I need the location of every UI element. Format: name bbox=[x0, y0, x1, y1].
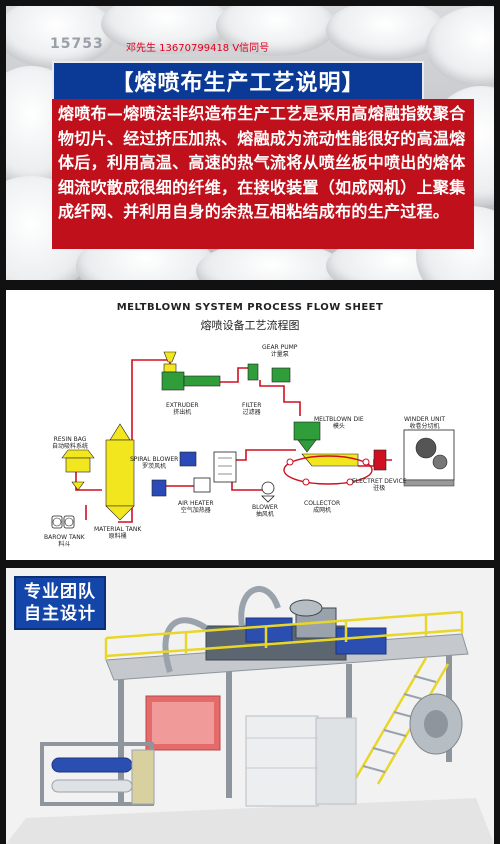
meltblown-machine-illustration bbox=[6, 586, 494, 844]
extruder bbox=[161, 351, 221, 391]
flow-sheet-title-en: MELTBLOWN SYSTEM PROCESS FLOW SHEET bbox=[116, 302, 384, 313]
material-tank bbox=[105, 423, 135, 521]
machine-render-panel: 专业团队 自主设计 bbox=[6, 568, 494, 844]
gear-pump bbox=[271, 367, 291, 383]
title-box: 【熔喷布生产工艺说明】 bbox=[52, 61, 424, 101]
winder-unit bbox=[403, 429, 455, 487]
filter-unit bbox=[247, 363, 259, 381]
resin-bag bbox=[61, 449, 95, 491]
process-banner: 15753 邓先生 13670799418 V信同号 【熔喷布生产工艺说明】 熔… bbox=[6, 6, 494, 280]
page-title: 【熔喷布生产工艺说明】 bbox=[111, 71, 365, 96]
team-badge-line2: 自主设计 bbox=[24, 604, 96, 624]
watermark: 15753 bbox=[50, 36, 104, 52]
air-heater bbox=[193, 451, 237, 493]
spiral-blower bbox=[151, 451, 197, 497]
description-text: 熔喷布—熔喷法非织造布生产工艺是采用高熔融指数聚合物切片、经过挤压加热、熔融成为… bbox=[58, 104, 466, 221]
description-box: 熔喷布—熔喷法非织造布生产工艺是采用高熔融指数聚合物切片、经过挤压加热、熔融成为… bbox=[52, 99, 474, 249]
collector bbox=[283, 453, 373, 486]
blower-fan bbox=[261, 481, 275, 503]
team-badge: 专业团队 自主设计 bbox=[14, 576, 106, 630]
flow-diagram bbox=[51, 351, 455, 529]
flow-sheet-panel: MELTBLOWN SYSTEM PROCESS FLOW SHEET 熔喷设备… bbox=[6, 290, 494, 560]
team-badge-line1: 专业团队 bbox=[24, 582, 96, 602]
meltblown-die bbox=[293, 421, 321, 453]
flow-sheet-title-cn: 熔喷设备工艺流程图 bbox=[200, 319, 300, 332]
contact-line: 邓先生 13670799418 V信同号 bbox=[126, 43, 270, 54]
electret-device bbox=[373, 449, 387, 471]
barow-tank bbox=[51, 515, 75, 529]
